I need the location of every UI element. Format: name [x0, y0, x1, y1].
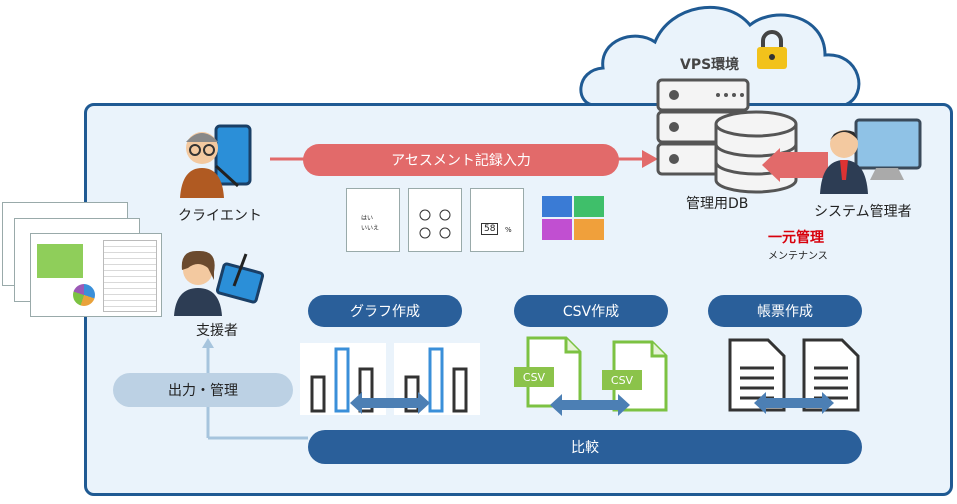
report-doc-icon-left	[728, 338, 786, 412]
report-map-image	[37, 244, 83, 278]
graph-compare-arrow	[350, 392, 430, 414]
report-doc-front	[30, 233, 162, 317]
csv-file-icon-left	[526, 336, 582, 408]
color-grid-thumbnail	[542, 196, 604, 240]
csv-creation-pill: CSV作成	[514, 295, 668, 327]
graph-creation-pill: グラフ作成	[308, 295, 462, 327]
report-compare-arrow	[754, 392, 834, 414]
unified-management-title: 一元管理	[768, 230, 824, 246]
db-label: 管理用DB	[686, 196, 749, 212]
form-no-option: いいえ	[361, 225, 380, 232]
admin-person-icon	[820, 118, 922, 194]
client-label: クライエント	[178, 208, 262, 224]
supporter-label: 支援者	[196, 323, 238, 339]
form-faces	[408, 188, 462, 252]
report-creation-pill: 帳票作成	[708, 295, 862, 327]
supporter-person-icon	[174, 250, 265, 316]
bar-chart-icon-left	[300, 343, 386, 415]
form-yes-no: はい いいえ	[346, 188, 400, 252]
admin-arrow	[762, 148, 828, 182]
cloud-label: VPS環境	[680, 57, 740, 73]
form-number-unit: %	[505, 226, 512, 234]
report-table	[103, 240, 157, 312]
maintenance-label: メンテナンス	[768, 251, 828, 262]
face-scale-icon	[419, 209, 451, 239]
client-person-icon	[180, 124, 252, 198]
form-number-value: 58	[481, 223, 499, 235]
report-pie-chart	[73, 284, 95, 306]
csv-tag-left: CSV	[514, 367, 554, 387]
csv-tag-right: CSV	[602, 370, 642, 390]
output-management-pill: 出力・管理	[113, 373, 293, 407]
assessment-input-pill: アセスメント記録入力	[303, 144, 619, 176]
csv-compare-arrow	[550, 394, 630, 416]
compare-pill: 比較	[308, 430, 862, 464]
admin-label: システム管理者	[814, 204, 912, 220]
lock-icon	[757, 30, 787, 69]
form-number: 58 %	[470, 188, 524, 252]
form-yes-option: はい	[361, 215, 374, 222]
cloud-shape	[579, 5, 861, 107]
